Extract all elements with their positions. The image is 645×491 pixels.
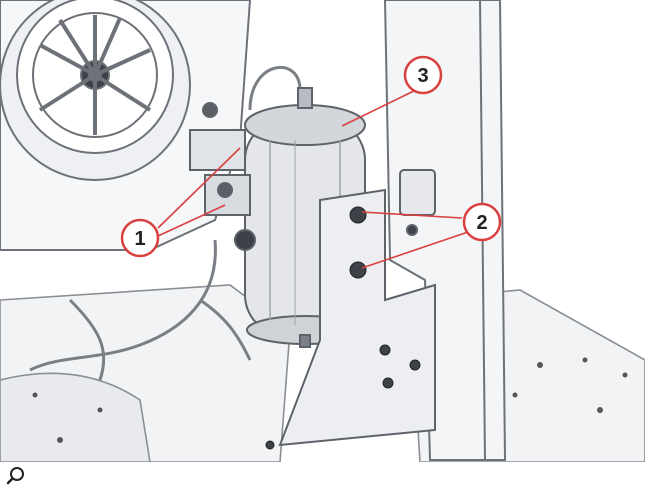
callout-3: 3 [403,55,443,95]
bracket-bolts [265,206,421,450]
technical-illustration: 1 2 3 [0,0,645,462]
hoses [29,65,302,381]
fan-spokes [38,15,152,135]
callout-2-label: 2 [476,212,487,234]
valve-fittings [189,102,256,251]
mounting-bracket [278,188,436,447]
callout-1-label: 1 [134,228,145,250]
callout-2: 2 [462,202,502,242]
callout-3-label: 3 [417,65,428,87]
magnifier-icon[interactable] [6,466,26,486]
callout-1: 1 [120,218,160,258]
leader-lines [157,87,469,269]
